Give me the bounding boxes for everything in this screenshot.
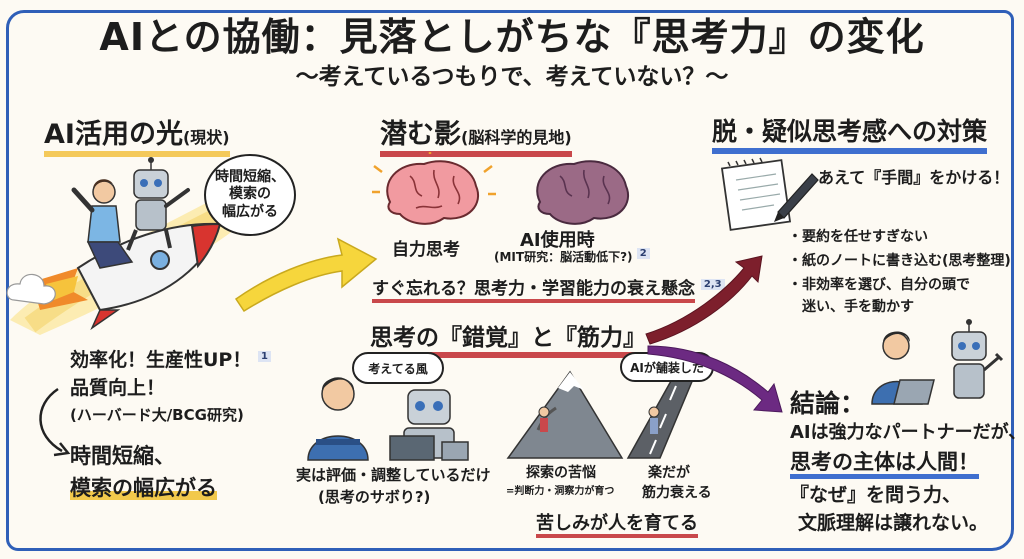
robot-wrench-icon [951,319,1004,399]
illusion-heading: 思考の『錯覚』と『筋力』 [370,318,646,358]
page-subtitle: 〜考えているつもりで、考えていない？〜 [295,64,729,90]
light-heading-note: (現状) [182,128,230,147]
yellow-arrow-icon [234,237,378,313]
light-line-efficiency: 効率化！生産性UP！ 1 [70,345,271,372]
measures-heading: 脱・疑似思考感への対策 [712,112,988,154]
brain-ai-sublabel: (MIT研究：脳活動低下?) 2 [494,248,650,265]
mountain-sublabel: =判断力・洞察力が育つ [506,486,615,497]
brain-ai-sublabel-text: (MIT研究：脳活動低下?) [494,250,633,264]
ref-note-1: 1 [257,350,271,362]
illusion-conclusion-text: 苦しみが人を育てる [536,513,698,538]
conclusion-line-4: 文脈理解は譲れない。 [798,512,989,534]
measure-item-2: ・紙のノートに書き込む(思考整理) [788,253,1011,269]
ref-note-2: 2 [636,248,650,259]
person-riding-icon [71,179,134,269]
mountain-and-road-illustration [506,370,698,459]
shadow-heading-text: 潜む影 [380,119,461,150]
measure-item-4: 迷い、手を動かす [788,299,914,315]
light-line-time: 時間短縮、 [70,444,175,468]
cloud-icon [6,273,56,305]
brain-dim-icon [536,160,629,225]
light-line-efficiency-text: 効率化！生産性UP！ [70,349,252,371]
light-line-explore-text: 模索の幅広がる [70,476,217,500]
conclusion-line-1: AIは強力なパートナーだが、 [790,422,1024,443]
illusion-left-caption: 実は評価・調整しているだけ [296,466,491,484]
light-heading-text: AI活用の光 [44,119,183,150]
curved-arrow-icon [39,387,71,457]
road-label-1: 楽だが [648,465,690,481]
light-speech-bubble: 時間短縮、 模索の 幅広がる [204,154,296,236]
thinking-person-icon [307,377,369,461]
shadow-concern: すぐ忘れる？思考力・学習能力の衰え懸念 2,3 [372,274,725,303]
ref-note-2-3: 2,3 [700,279,725,291]
shadow-heading-note: (脳科学的見地) [461,128,572,147]
measure-item-1: ・要約を任せすぎない [788,229,928,245]
mountain-label: 探索の苦悩 [526,465,596,481]
shadow-heading: 潜む影(脳科学的見地) [380,112,572,157]
calculator-icon [441,441,469,461]
brain-self-label: 自力思考 [392,240,460,260]
light-line-explore: 模索の幅広がる [70,472,217,502]
robot-icon [126,157,190,251]
brain-ai-label: AI使用時 [520,230,595,251]
red-arrows-icon [645,255,783,413]
person-laptop-icon [871,331,935,405]
page-title: AIとの協働：見落としがちな『思考力』の変化 [99,15,925,59]
road-label-2: 筋力衰える [642,485,712,501]
measures-lead: あえて『手間』をかける！ [818,168,1010,187]
illusion-left-caption-2: (思考のサボり?) [318,488,431,506]
rocket-illustration [6,157,260,335]
person-robot-laptop-illustration [871,319,1004,405]
notebook-icon [720,157,792,231]
light-heading: AI活用の光(現状) [44,112,230,157]
conclusion-line-2: 思考の主体は人間！ [790,446,979,479]
brains-illustration [372,152,629,225]
notebook-illustration [720,157,819,231]
conclusion-line-3: 『なぜ』を問う力、 [790,484,962,506]
person-and-robot-illustration [307,377,469,461]
page-frame [6,10,1014,551]
shadow-concern-text: すぐ忘れる？思考力・学習能力の衰え懸念 [372,279,695,303]
mountain-icon [506,370,624,459]
robot-laptop-icon [389,389,469,461]
measure-item-3: ・非効率を選び、自分の頭で [788,277,970,293]
brain-active-icon [372,152,496,225]
light-line-source: (ハーバード大/BCG研究) [70,406,244,424]
conclusion-heading: 結論： [790,389,866,418]
illusion-left-bubble: 考えてる風 [352,352,444,384]
pen-icon [774,173,819,222]
light-line-quality: 品質向上！ [70,377,166,399]
illusion-conclusion: 苦しみが人を育てる [536,509,698,538]
conclusion-line-2-text: 思考の主体は人間！ [790,450,979,479]
